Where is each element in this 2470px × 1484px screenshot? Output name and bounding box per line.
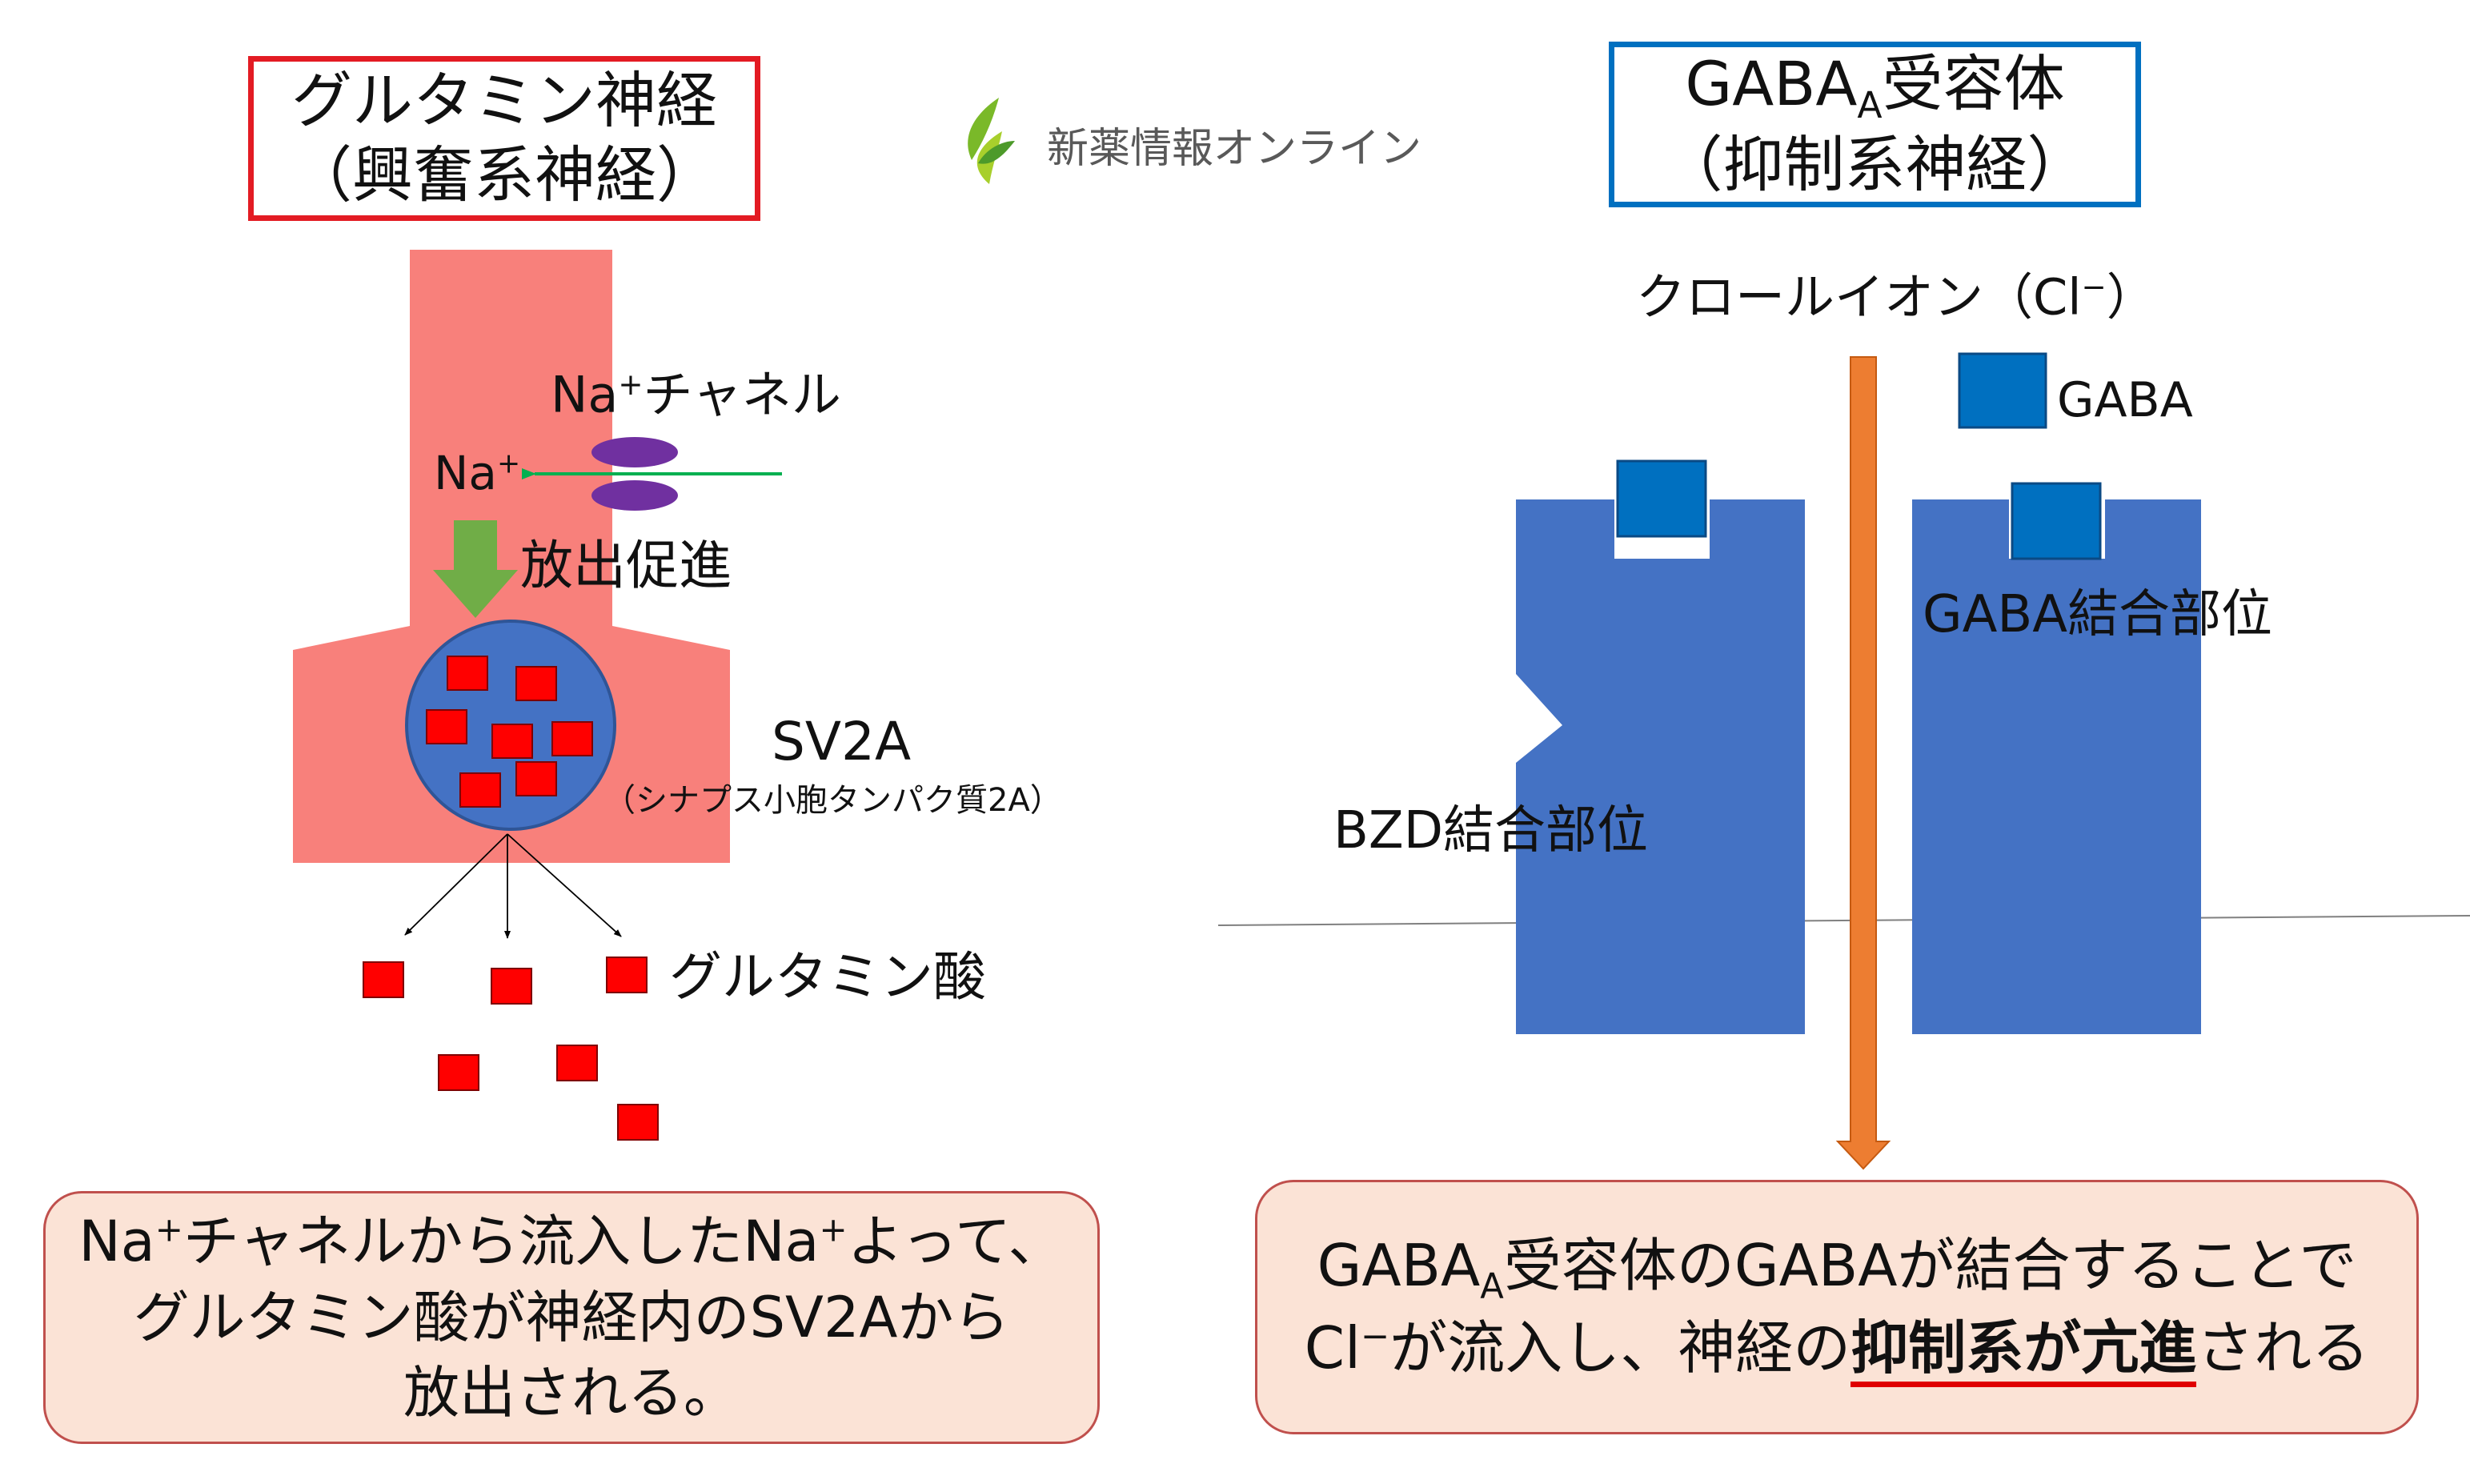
- glutamate-square: [617, 1104, 659, 1141]
- glutamate-square: [515, 666, 557, 701]
- right-note-text1: 受容体のGABAが結合することで: [1503, 1231, 2357, 1299]
- glutamate-square: [447, 656, 488, 691]
- chloride-label-b: ）: [2106, 267, 2156, 327]
- logo-text: 新薬情報オンライン: [1047, 125, 1422, 173]
- right-title-line2: （抑制系神経）: [1662, 128, 2088, 200]
- sv2a-subtitle: （シナプス小胞タンパク質2A）: [603, 782, 1062, 819]
- glutamate-square: [515, 761, 557, 796]
- glutamate-square: [556, 1045, 598, 1081]
- release-promotion-arrow: [433, 520, 518, 618]
- glutamate-label: グルタミン酸: [669, 946, 986, 1008]
- left-title-line1: グルタミン神経: [291, 65, 717, 137]
- membrane-line: [1217, 915, 2470, 926]
- glutamate-square: [363, 961, 404, 998]
- na-channel-lower: [591, 480, 678, 511]
- chloride-ion-label: クロールイオン（Cl−）: [1636, 269, 2156, 323]
- receptor-subunit-right: [1912, 499, 2201, 1034]
- right-note-text3: される: [2196, 1314, 2370, 1382]
- right-title-gaba: GABA: [1685, 47, 1858, 119]
- neuron-terminal: [293, 250, 730, 863]
- na-ion-label-sup: +: [496, 447, 521, 480]
- right-note-ga: が: [2023, 1314, 2082, 1388]
- right-note-inhibitory: 抑制系: [1850, 1314, 2024, 1388]
- glutamate-square: [459, 772, 501, 808]
- glutamate-square: [551, 721, 593, 756]
- na-channel-upper: [591, 437, 678, 467]
- chloride-label-sup: −: [2081, 269, 2107, 304]
- left-note-line3: 放出される。: [403, 1360, 740, 1426]
- na-channel-label: Na+チャネル: [551, 367, 841, 420]
- gaba-molecule-free: [1958, 352, 2047, 429]
- right-explanation-box: GABAA受容体のGABAが結合することで Cl−が流入し、神経の抑制系が亢進さ…: [1255, 1180, 2419, 1434]
- na-ion-label-text: Na: [434, 446, 497, 500]
- right-title-line1: GABAA受容体: [1685, 47, 2064, 128]
- gaba-molecule-bound: [2011, 482, 2102, 560]
- gaba-molecule-bound: [1616, 459, 1707, 538]
- right-note-sup: −: [1361, 1317, 1390, 1358]
- glutamate-square: [491, 724, 533, 759]
- glutamate-square: [438, 1054, 479, 1091]
- release-arrow-right: [507, 833, 622, 937]
- right-title-box: GABAA受容体 （抑制系神経）: [1609, 42, 2141, 207]
- gaba-binding-site-label: GABA結合部位: [1923, 585, 2273, 644]
- left-title-line2: （興奮系神経）: [291, 139, 717, 211]
- left-note-text1: チャネルから流入したNa: [182, 1209, 820, 1275]
- glutamate-square: [491, 968, 532, 1005]
- right-note-enhanced: 亢進: [2081, 1314, 2197, 1388]
- left-note-na: Na: [78, 1209, 155, 1275]
- right-note-line2: Cl−が流入し、神経の抑制系が亢進される: [1304, 1310, 2370, 1388]
- glutamate-square: [606, 957, 648, 993]
- left-note-sup2: +: [819, 1209, 848, 1249]
- right-note-cl: Cl: [1304, 1314, 1361, 1382]
- chloride-influx-arrow: [1835, 356, 1891, 1170]
- left-note-text2: よって、: [847, 1209, 1065, 1275]
- glutamate-square: [426, 709, 467, 744]
- na-channel-label-text: チャネル: [643, 365, 841, 424]
- na-ion-label: Na+: [434, 450, 520, 496]
- release-promotion-label: 放出促進: [520, 535, 732, 596]
- left-note-line2: グルタミン酸が神経内のSV2Aから: [133, 1284, 1010, 1350]
- left-note-sup1: +: [154, 1209, 183, 1249]
- left-title-box: グルタミン神経 （興奮系神経）: [248, 56, 760, 221]
- vesicle-glutamate-group: [426, 656, 593, 808]
- left-explanation-box: Na+チャネルから流入したNa+よって、 グルタミン酸が神経内のSV2Aから 放…: [43, 1191, 1100, 1444]
- gaba-label: GABA: [2057, 372, 2193, 428]
- release-arrow-left: [404, 833, 508, 936]
- na-channel-label-sup: +: [618, 367, 644, 402]
- right-title-receptor: 受容体: [1882, 47, 2065, 119]
- released-glutamate-group: [363, 957, 659, 1141]
- right-note-sub: A: [1480, 1265, 1504, 1306]
- right-title-sub: A: [1857, 83, 1883, 126]
- sv2a-label: SV2A: [772, 711, 912, 772]
- left-note-line1: Na+チャネルから流入したNa+よって、: [78, 1204, 1064, 1280]
- right-note-line1: GABAA受容体のGABAが結合することで: [1317, 1227, 2357, 1310]
- bzd-binding-site-label: BZD結合部位: [1333, 801, 1649, 860]
- leaf-logo-icon: [968, 98, 1015, 184]
- right-note-gaba: GABA: [1317, 1231, 1481, 1299]
- chloride-label-a: クロールイオン（Cl: [1636, 267, 2082, 327]
- right-note-text2: が流入し、神経の: [1389, 1314, 1851, 1382]
- na-channel-label-na: Na: [551, 365, 619, 424]
- receptor-subunit-left: [1516, 499, 1805, 1034]
